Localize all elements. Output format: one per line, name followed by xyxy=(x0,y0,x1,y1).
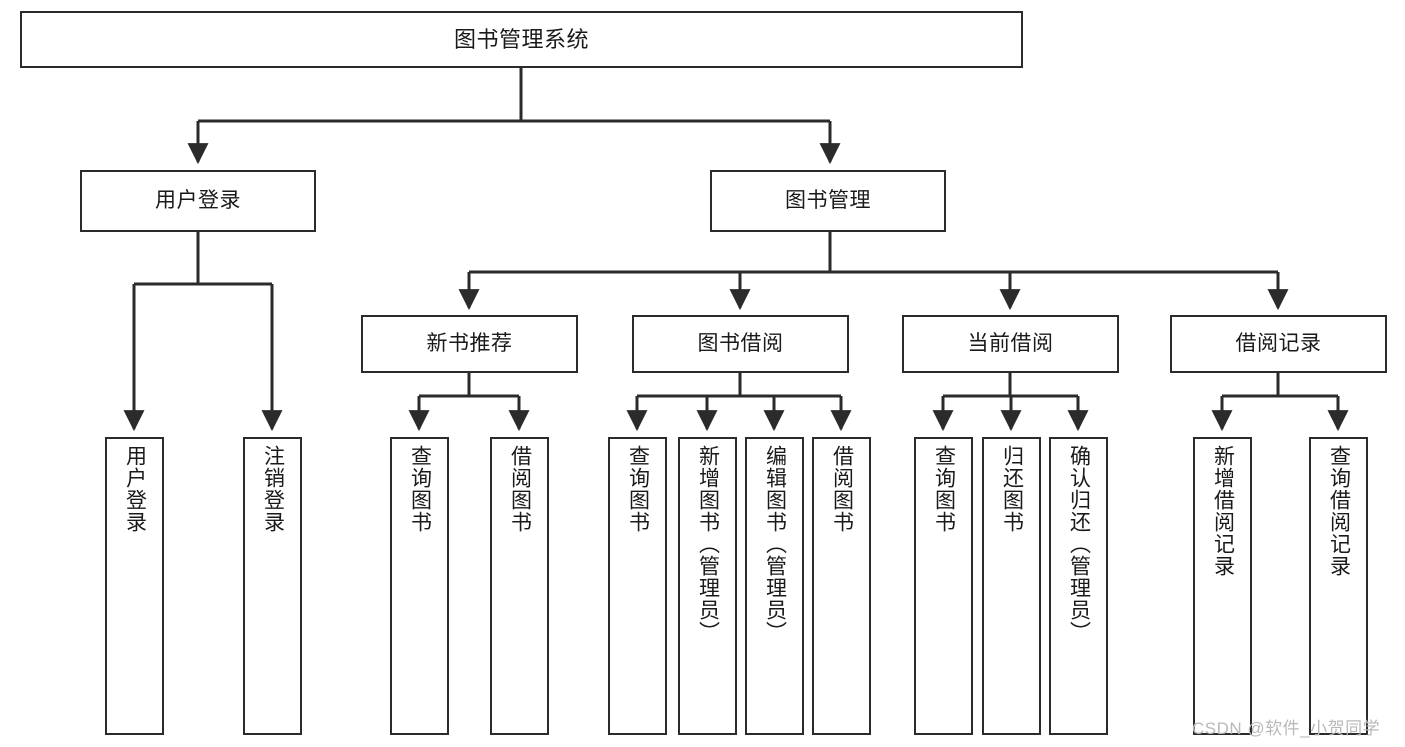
node-leaf-query-book-1[interactable]: 查询图书 xyxy=(390,437,449,735)
node-book-borrow[interactable]: 图书借阅 xyxy=(632,315,849,373)
node-label: 借阅图书 xyxy=(830,445,854,533)
node-leaf-add-book-admin[interactable]: 新增图书（管理员） xyxy=(678,437,737,735)
node-label: 查询图书 xyxy=(932,445,956,533)
node-leaf-borrow-book-1[interactable]: 借阅图书 xyxy=(490,437,549,735)
node-new-book-recommend[interactable]: 新书推荐 xyxy=(361,315,578,373)
node-label: 确认归还（管理员） xyxy=(1067,445,1091,643)
node-book-management[interactable]: 图书管理 xyxy=(710,170,946,232)
node-label: 查询借阅记录 xyxy=(1327,445,1351,577)
node-label: 用户登录 xyxy=(123,445,147,533)
node-label: 查询图书 xyxy=(408,445,432,533)
node-label: 新增借阅记录 xyxy=(1211,445,1235,577)
node-root-book-management-system[interactable]: 图书管理系统 xyxy=(20,11,1023,68)
node-current-borrow[interactable]: 当前借阅 xyxy=(902,315,1119,373)
node-borrow-record[interactable]: 借阅记录 xyxy=(1170,315,1387,373)
node-label: 图书借阅 xyxy=(697,331,784,355)
node-leaf-query-book-3[interactable]: 查询图书 xyxy=(914,437,973,735)
node-leaf-user-login[interactable]: 用户登录 xyxy=(105,437,164,735)
node-label: 借阅记录 xyxy=(1235,331,1322,355)
node-label: 新增图书（管理员） xyxy=(696,445,720,643)
node-label: 查询图书 xyxy=(626,445,650,533)
node-label: 注销登录 xyxy=(261,445,285,533)
node-label: 归还图书 xyxy=(1000,445,1024,533)
node-label: 当前借阅 xyxy=(967,331,1054,355)
node-label: 新书推荐 xyxy=(426,331,513,355)
node-label: 图书管理 xyxy=(785,188,871,212)
node-user-login[interactable]: 用户登录 xyxy=(80,170,316,232)
node-label: 借阅图书 xyxy=(508,445,532,533)
node-leaf-edit-book-admin[interactable]: 编辑图书（管理员） xyxy=(745,437,804,735)
node-label: 用户登录 xyxy=(155,188,241,212)
node-leaf-return-book[interactable]: 归还图书 xyxy=(982,437,1041,735)
node-leaf-logout-login[interactable]: 注销登录 xyxy=(243,437,302,735)
node-leaf-add-borrow-record[interactable]: 新增借阅记录 xyxy=(1193,437,1252,735)
node-label: 图书管理系统 xyxy=(453,26,589,52)
node-leaf-query-book-2[interactable]: 查询图书 xyxy=(608,437,667,735)
node-leaf-confirm-return-admin[interactable]: 确认归还（管理员） xyxy=(1049,437,1108,735)
watermark: CSDN @软件_小贺同学 xyxy=(1192,719,1381,738)
node-leaf-query-borrow-record[interactable]: 查询借阅记录 xyxy=(1309,437,1368,735)
node-leaf-borrow-book-2[interactable]: 借阅图书 xyxy=(812,437,871,735)
node-label: 编辑图书（管理员） xyxy=(763,445,787,643)
